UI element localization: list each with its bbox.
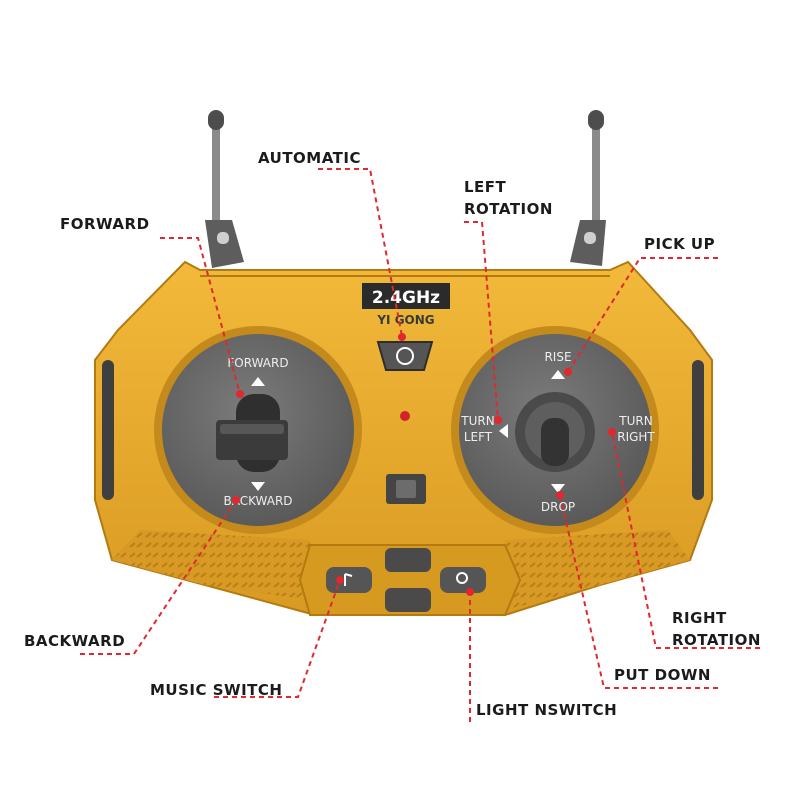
frequency-badge — [362, 283, 450, 309]
arrow-left-icon — [499, 424, 508, 438]
arrow-up-icon — [251, 377, 265, 386]
music-button[interactable] — [326, 567, 372, 593]
frequency-badge-text: 2.4GHz — [372, 288, 440, 308]
callout-pick-up: PICK UP — [644, 235, 716, 253]
callout-light-switch: LIGHT NSWITCH — [476, 701, 618, 719]
right-pad-drop-label: DROP — [541, 500, 575, 514]
right-pad-turn-right-label-2: RIGHT — [617, 430, 655, 444]
callout-music-switch: MUSIC SWITCH — [150, 681, 283, 699]
power-led — [400, 411, 410, 421]
hex-button-bottom[interactable] — [385, 588, 431, 612]
callout-automatic: AUTOMATIC — [258, 149, 362, 167]
callout-dots — [232, 333, 616, 596]
right-pad-rise-label: RISE — [544, 350, 571, 364]
callout-right-rotation: RIGHT ROTATION — [672, 607, 761, 651]
music-note-icon — [344, 573, 353, 586]
arrow-up-icon — [551, 370, 565, 379]
right-joystick[interactable] — [515, 392, 595, 472]
bottom-panel — [298, 544, 522, 616]
light-bulb-icon — [456, 572, 468, 584]
right-pad-turn-right-label-1: TURN — [618, 414, 652, 428]
power-switch-knob[interactable] — [396, 480, 416, 498]
gear-icon — [396, 347, 414, 365]
hex-button-top[interactable] — [385, 548, 431, 572]
arrow-down-icon — [251, 482, 265, 491]
arrow-down-icon — [551, 484, 565, 493]
brand-text: YI GONG — [376, 313, 434, 327]
left-joystick[interactable] — [216, 394, 288, 472]
callout-lines — [80, 168, 760, 722]
right-pad-turn-left-label-2: LEFT — [464, 430, 493, 444]
callout-left-rotation-line1: LEFT — [464, 178, 507, 196]
callout-right-rotation-line1: RIGHT — [672, 609, 727, 627]
left-pad-backward-label: BACKWARD — [223, 494, 292, 508]
callout-put-down: PUT DOWN — [614, 666, 711, 684]
callout-left-rotation: LEFT ROTATION — [464, 176, 553, 220]
left-antenna — [205, 110, 244, 268]
automatic-button[interactable] — [376, 341, 434, 371]
callout-backward: BACKWARD — [24, 632, 126, 650]
callout-left-rotation-line2: ROTATION — [464, 200, 553, 218]
right-antenna — [570, 110, 606, 266]
light-button[interactable] — [440, 567, 486, 593]
right-pad-turn-left-label-1: TURN — [460, 414, 494, 428]
callout-right-rotation-line2: ROTATION — [672, 631, 761, 649]
callout-forward: FORWARD — [60, 215, 150, 233]
left-pad-forward-label: FORWARD — [227, 356, 288, 370]
